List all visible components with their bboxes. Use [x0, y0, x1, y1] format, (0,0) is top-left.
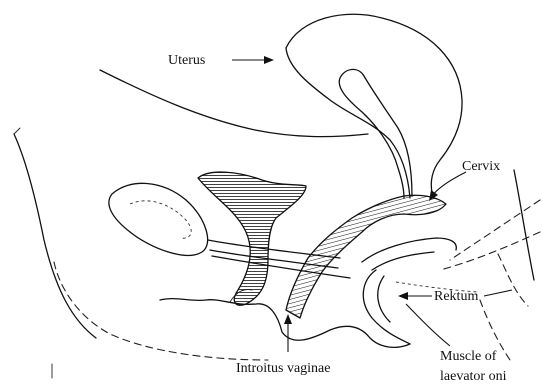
left-dashed-contour: [54, 262, 268, 360]
anal-canal: [378, 276, 390, 322]
arrow-cervix: [432, 172, 466, 196]
right-back-contour: [514, 170, 534, 280]
rektum-tail-line: [484, 290, 512, 296]
bladder: [198, 172, 306, 305]
sacrum-dashed-1: [440, 232, 540, 270]
label-muscle-line1: Muscle of: [440, 349, 497, 364]
left-body-contour: [14, 134, 96, 338]
sacrum-dashed-3: [498, 254, 528, 306]
label-cervix: Cervix: [462, 159, 500, 174]
abdominal-wall: [100, 70, 368, 137]
label-rektum: Rektum: [434, 289, 478, 304]
arrowhead-uterus: [264, 56, 274, 64]
pubic-bone: [109, 183, 208, 255]
pubic-bone-inner: [130, 201, 191, 238]
label-introitus: Introitus vaginae: [236, 361, 330, 376]
rectum-inner: [372, 252, 434, 270]
left-small-mark: [14, 128, 20, 134]
label-muscle-line2: laevator oni: [440, 369, 507, 384]
arrowhead-rektum: [398, 292, 408, 300]
rectum-loop: [363, 270, 410, 344]
rectum-wall: [362, 238, 456, 262]
uterus-outline: [286, 14, 462, 192]
leader-muscle: [406, 304, 450, 346]
label-uterus: Uterus: [168, 53, 205, 68]
arrowhead-introitus: [284, 314, 292, 324]
vaginal-canal: [286, 195, 446, 318]
uterine-cavity: [339, 69, 412, 198]
